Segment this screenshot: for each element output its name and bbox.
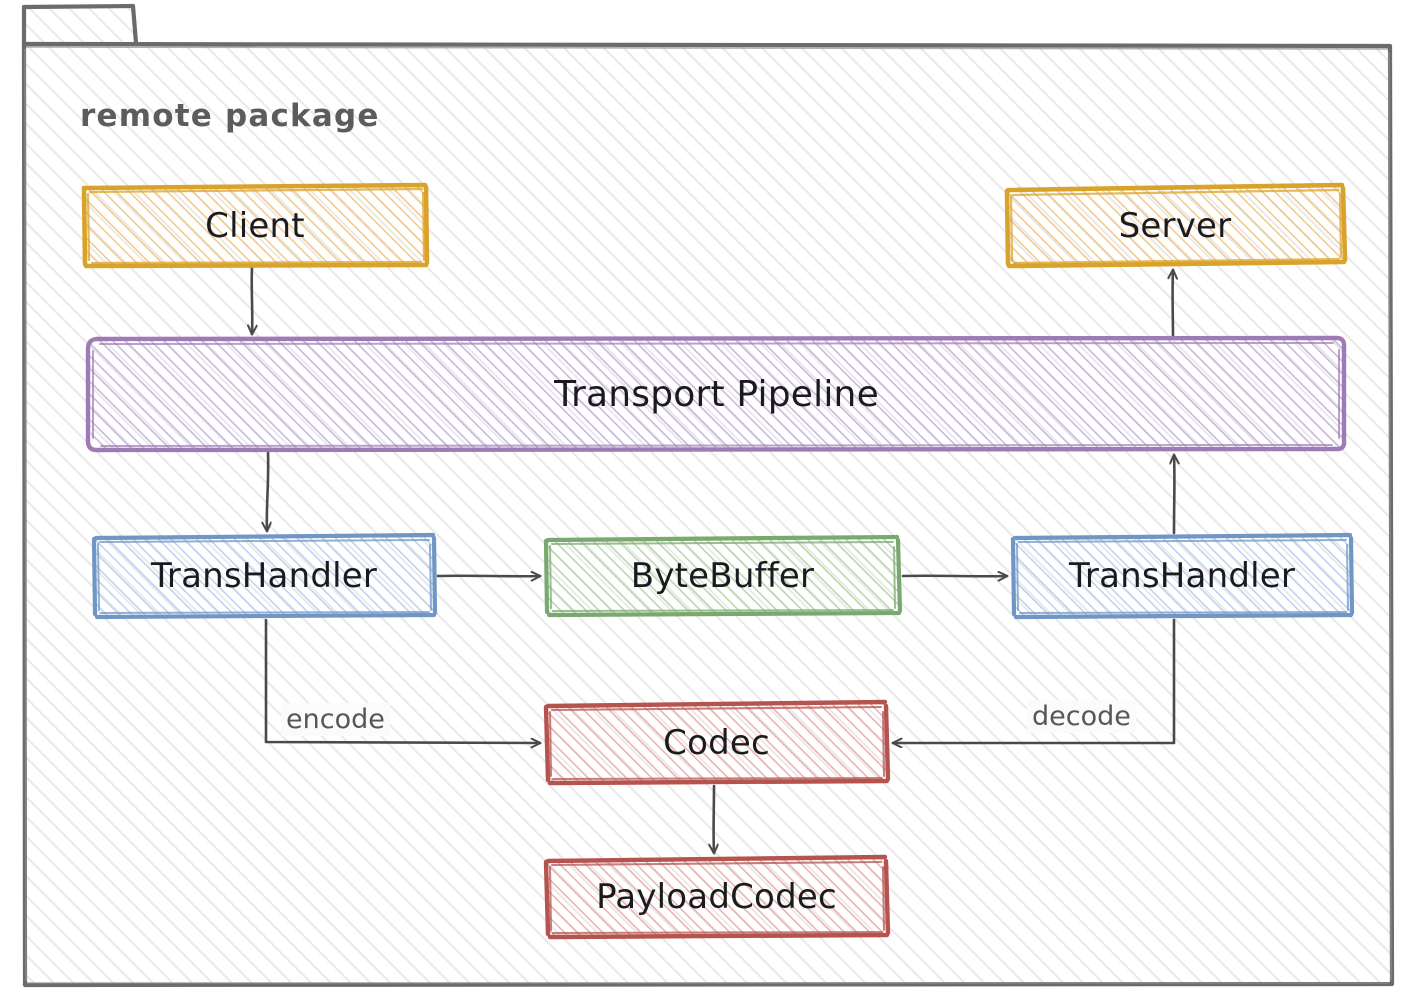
- package-body: [21, 41, 1395, 988]
- edge-pipeline-to-handler-left: [267, 450, 268, 531]
- edge-label-encode: encode: [281, 703, 390, 736]
- node-transhandler-right[interactable]: [1010, 532, 1355, 620]
- node-transport-pipeline[interactable]: [85, 335, 1347, 453]
- node-payloadcodec[interactable]: [543, 854, 891, 940]
- edge-label-decode: decode: [1027, 700, 1136, 733]
- node-codec[interactable]: [543, 699, 891, 786]
- package-title: remote package: [80, 98, 380, 134]
- node-server[interactable]: [1004, 182, 1348, 269]
- edge-bytebuffer-to-handler-right: [901, 576, 1007, 577]
- node-bytebuffer[interactable]: [543, 534, 903, 618]
- edge-client-to-pipeline: [252, 265, 253, 334]
- node-client[interactable]: [81, 182, 430, 269]
- edge-handler-right-to-codec-decode: [893, 618, 1176, 743]
- edge-handler-to-codec-encode: [264, 618, 540, 743]
- package-sketch-overlay: [24, 46, 1392, 984]
- edge-handler-to-bytebuffer: [436, 576, 540, 577]
- package-container: [21, 3, 1395, 988]
- node-transhandler-left[interactable]: [91, 532, 438, 620]
- edges-layer: [252, 265, 1176, 853]
- package-tab: [21, 3, 139, 47]
